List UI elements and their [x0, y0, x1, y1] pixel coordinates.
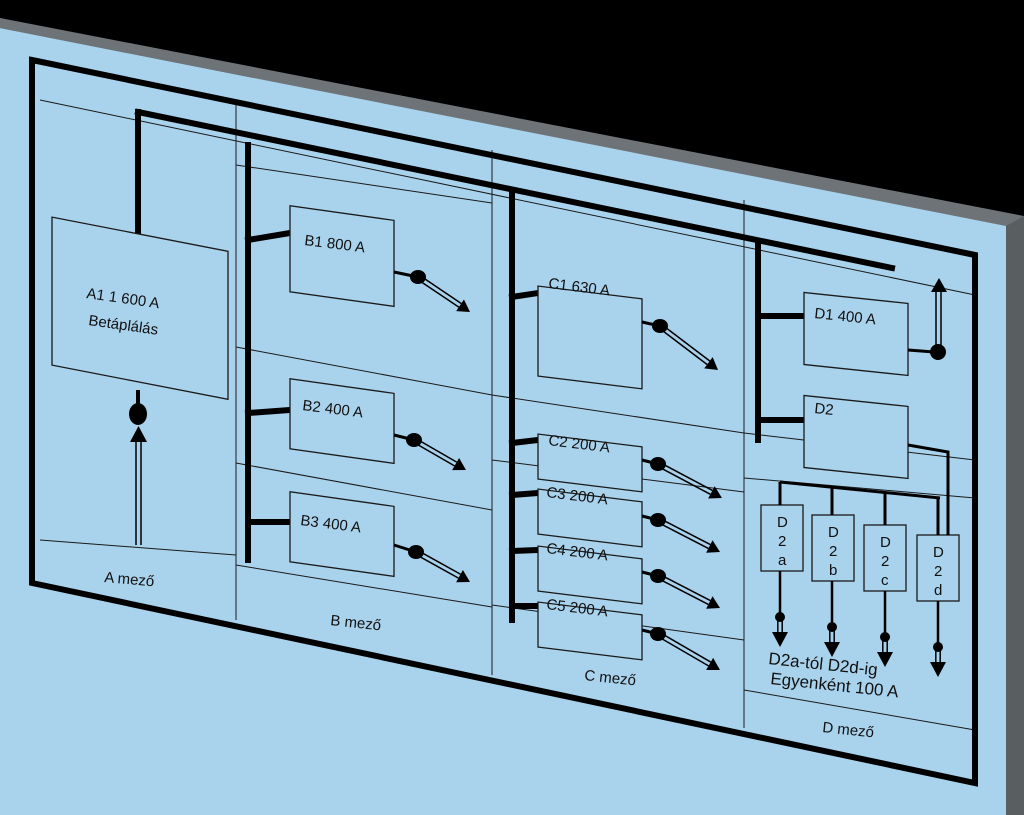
incoming-feed	[129, 390, 147, 545]
box-b1	[289, 205, 395, 308]
panel-face	[0, 28, 1006, 815]
panel-top-edge	[0, 18, 1024, 230]
breaker-arrow	[706, 596, 720, 609]
field-b-boxes: B1 800 A B2 400 A B3 400 A	[289, 205, 395, 578]
box-d2a	[760, 504, 804, 572]
d1-feed	[907, 278, 947, 360]
busbars	[134, 108, 896, 623]
breaker-arrow	[877, 652, 893, 667]
box-d2c-l1: D	[880, 534, 891, 551]
box-d2a-l2: 2	[778, 533, 786, 550]
d2-wiring	[778, 443, 950, 535]
box-d2d-l1: D	[933, 544, 944, 561]
field-a-label: A mező	[104, 569, 155, 590]
breaker-dot	[410, 270, 426, 284]
box-b3	[289, 491, 395, 578]
box-d2a-l1: D	[777, 514, 788, 531]
breaker-dot	[775, 612, 785, 622]
breaker-arrow	[824, 642, 840, 657]
box-d1-label: D1 400 A	[814, 305, 877, 328]
field-d-boxes: D1 400 A D2 D 2 a D 2 b D 2 c D 2 d	[760, 291, 960, 602]
breaker-arrow	[706, 657, 720, 671]
field-c-label: C mező	[584, 667, 637, 689]
panel-right-edge	[1006, 216, 1024, 815]
box-c3	[537, 488, 643, 548]
box-d2b-l1: D	[828, 524, 839, 541]
breaker-dot	[933, 642, 943, 652]
breaker-dot	[650, 569, 666, 583]
breaker-arrow	[452, 457, 466, 471]
box-d2d-l3: d	[934, 582, 942, 599]
breaker-dot	[650, 457, 666, 471]
breaker-arrow	[772, 632, 788, 647]
box-c4	[537, 545, 643, 605]
box-d2	[803, 394, 909, 480]
box-d2b-l3: b	[829, 562, 837, 579]
box-c5	[537, 601, 643, 661]
box-a1	[51, 216, 229, 401]
field-c-boxes: C1 630 A C2 200 A C3 200 A C4 200 A C5 2…	[537, 275, 643, 661]
breaker-arrow	[456, 299, 470, 312]
breaker-dot	[650, 627, 666, 641]
breaker-arrow	[704, 357, 718, 370]
breaker-dot	[880, 632, 890, 642]
breaker-dot	[406, 433, 422, 447]
outgoing-breakers	[393, 270, 946, 677]
breaker-arrow	[708, 486, 722, 499]
breaker-dot	[827, 622, 837, 632]
box-d2d-l2: 2	[934, 563, 942, 580]
breaker-dot	[650, 513, 666, 527]
breaker-dot	[408, 545, 424, 559]
field-d-label: D mező	[822, 719, 875, 741]
box-c2	[537, 433, 643, 493]
box-d2c-l3: c	[881, 572, 889, 589]
breaker-arrow	[706, 540, 720, 553]
panel-frame	[29, 56, 978, 787]
box-d1	[803, 291, 909, 377]
box-b2	[289, 378, 395, 465]
box-c1	[537, 285, 643, 390]
breaker-arrow	[930, 662, 946, 677]
breaker-arrow	[456, 570, 470, 583]
field-b-label: B mező	[330, 612, 382, 634]
box-d2a-l3: a	[778, 552, 787, 569]
box-d2c-l2: 2	[881, 553, 889, 570]
box-d2b-l2: 2	[829, 543, 837, 560]
breaker-dot	[652, 319, 668, 333]
box-d2b	[811, 514, 855, 582]
box-d2-label: D2	[814, 400, 835, 419]
